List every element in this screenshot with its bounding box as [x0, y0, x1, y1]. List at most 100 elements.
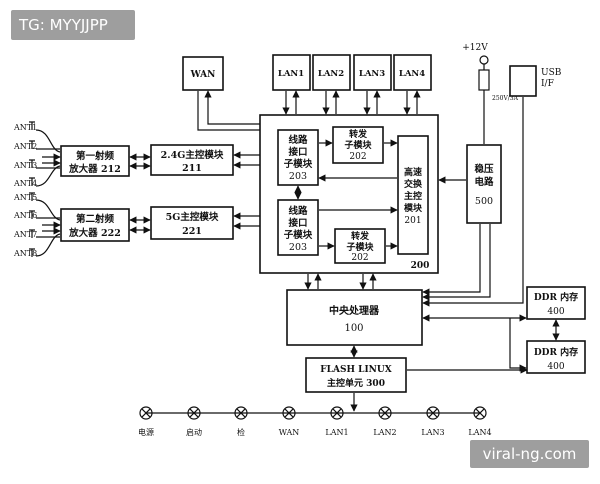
block-label: DDR 内存 [534, 291, 578, 303]
led-indicator-icon [139, 406, 153, 420]
high-speed-switch-controller-201: 高速 交换 主控 模块 201 [397, 135, 429, 255]
block-label: 主控 [404, 190, 422, 202]
block-label: 转发 [349, 128, 368, 140]
block-label: 子模块 [284, 158, 313, 170]
block-label: 211 [182, 163, 202, 174]
block-label: FLASH LINUX [320, 365, 391, 375]
lan-port-box [353, 54, 392, 91]
voltage-regulator-500: 稳压 电路 500 [466, 144, 502, 224]
switch-internal-links [294, 139, 398, 250]
led-indicator-row: 电源 启动 检 WAN LAN1 LAN2 LAN3 LAN4 [138, 406, 492, 437]
lan-port-label: LAN2 [318, 69, 344, 79]
block-label: 转发 [351, 230, 370, 242]
antenna-group-2: ANT5 ANT6 ANT7 ANT8 [13, 192, 61, 258]
block-label: 203 [289, 171, 307, 182]
block-label: 接口 [288, 146, 307, 158]
controller-5g-221: 5G主控模块 221 [150, 206, 234, 240]
controller-2-4g-211: 2.4G主控模块 211 [150, 144, 234, 176]
antenna-label: ANT5 [13, 193, 37, 202]
block-label: 202 [351, 253, 368, 263]
lan-connectors [282, 90, 421, 115]
led-indicator-icon [282, 406, 296, 420]
power-input: +12V 250V/3A [462, 43, 519, 144]
usb-interface: USB I/F [422, 65, 562, 307]
block-label: 子模块 [346, 241, 374, 253]
block-label: 电路 [474, 176, 494, 188]
antenna-icon [29, 192, 35, 257]
block-label: 稳压 [474, 163, 494, 175]
led-indicator-icon [234, 406, 248, 420]
led-label: LAN3 [421, 428, 444, 437]
lan-ports: LAN1 LAN2 LAN3 LAN4 [272, 54, 432, 91]
block-label: DDR 内存 [534, 346, 578, 358]
fuse-icon [478, 69, 490, 91]
block-label: 子模块 [344, 139, 372, 151]
led-indicator-icon [330, 406, 344, 420]
antenna-label: ANT2 [13, 142, 37, 151]
led-label: LAN1 [325, 428, 348, 437]
antenna-label: ANT6 [13, 211, 37, 220]
line-interface-203-upper: 线路 接口 子模块 203 [277, 129, 319, 186]
ddr-memory-400-lower: DDR 内存 400 [526, 340, 586, 374]
ddr-memory-400-upper: DDR 内存 400 [526, 286, 586, 320]
antenna-label: ANT4 [13, 179, 37, 188]
led-indicator-icon [473, 406, 487, 420]
block-label: 200 [411, 261, 430, 271]
led-label: WAN [279, 428, 300, 437]
led-label: 检 [237, 427, 245, 437]
block-label: 模块 [404, 202, 423, 214]
block-label: 放大器 212 [68, 163, 121, 175]
wan-port: WAN [182, 56, 224, 91]
block-label: 400 [547, 362, 564, 372]
block-label: 线路 [288, 134, 308, 146]
lan-port-label: LAN3 [359, 69, 385, 79]
flash-linux-unit-300: FLASH LINUX 主控单元 300 [305, 357, 407, 393]
antenna-icon [29, 121, 35, 186]
led-label: 电源 [138, 427, 154, 437]
lan-port-box [312, 54, 351, 91]
antenna-label: ANT1 [13, 123, 37, 132]
block-label: 221 [182, 226, 202, 237]
power-voltage-label: +12V [462, 43, 488, 53]
antenna-label: ANT7 [13, 230, 37, 239]
led-label: LAN4 [468, 428, 491, 437]
block-label: 主控单元 300 [327, 377, 385, 389]
block-label: 接口 [288, 217, 307, 229]
block-label: 203 [289, 242, 307, 253]
block-label: 第一射频 [76, 150, 115, 162]
block-label: 线路 [288, 205, 308, 217]
block-label: 放大器 222 [68, 227, 121, 239]
lan-port-label: LAN4 [399, 69, 425, 79]
block-label: 5G主控模块 [166, 211, 219, 223]
line-interface-203-lower: 线路 接口 子模块 203 [277, 199, 319, 256]
block-label: 交换 [404, 178, 423, 190]
rf-amplifier-222: 第二射频 放大器 222 [60, 208, 130, 242]
block-label: 201 [404, 216, 421, 226]
led-label: LAN2 [373, 428, 396, 437]
rf-amplifier-212: 第一射频 放大器 212 [60, 145, 130, 177]
block-label: WAN [190, 70, 216, 80]
lan-port-box [393, 54, 432, 91]
watermark-bottom-right: viral-ng.com [470, 440, 589, 468]
lan-port-label: LAN1 [278, 69, 304, 79]
block-label: 高速 [404, 166, 422, 178]
led-label: 启动 [186, 427, 202, 437]
block-label: 子模块 [284, 229, 313, 241]
fuse-label: 250V/3A [492, 95, 519, 102]
antenna-label: ANT8 [13, 249, 37, 258]
watermark-top-left: TG: MYYJJPP [11, 10, 135, 40]
forwarding-202-lower: 转发 子模块 202 [334, 228, 386, 264]
block-label: 第二射频 [76, 213, 115, 225]
block-label: I/F [541, 79, 554, 89]
led-indicator-icon [378, 406, 392, 420]
led-indicator-icon [426, 406, 440, 420]
block-label: 100 [344, 323, 363, 334]
antenna-group-1: ANT1 ANT2 ANT3 ANT4 [13, 121, 61, 188]
cpu-100: 中央处理器 100 [286, 289, 423, 346]
block-label: 500 [475, 196, 493, 207]
forwarding-202-upper: 转发 子模块 202 [332, 126, 384, 164]
lan-port-box [272, 54, 311, 91]
switch-cpu-links [304, 273, 377, 290]
block-label: 中央处理器 [329, 304, 380, 317]
